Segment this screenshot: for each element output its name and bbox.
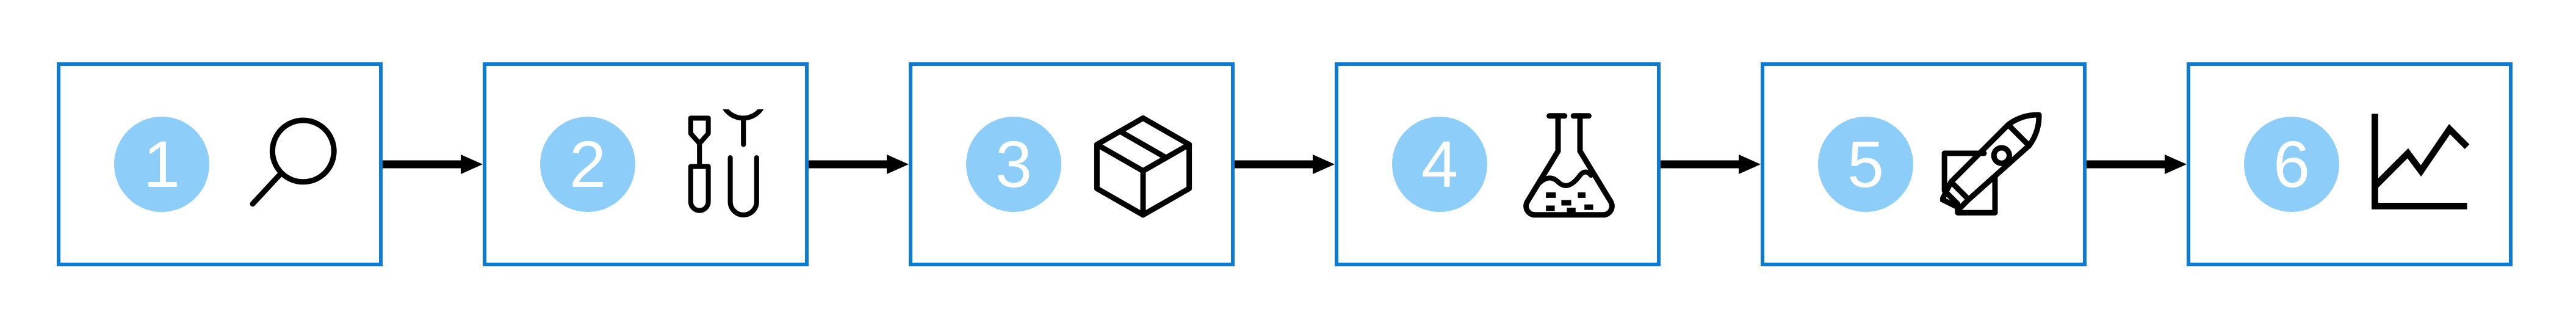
process-step-3[interactable]: 3 xyxy=(909,62,1235,266)
step-number-badge-5: 5 xyxy=(1818,116,1913,212)
connector-arrow-1 xyxy=(383,62,483,266)
erlenmeyer-flask-icon xyxy=(1514,109,1624,219)
package-box-icon xyxy=(1088,109,1198,219)
step-number-badge-3: 3 xyxy=(966,116,1061,212)
connector-arrow-4 xyxy=(1661,62,1761,266)
process-step-5[interactable]: 5 xyxy=(1761,62,2087,266)
step-number-badge-1: 1 xyxy=(114,116,209,212)
step-number-badge-6: 6 xyxy=(2244,116,2339,212)
connector-arrow-5 xyxy=(2087,62,2187,266)
process-step-4[interactable]: 4 xyxy=(1335,62,1661,266)
magnifying-glass-icon xyxy=(236,109,346,219)
connector-arrow-2 xyxy=(809,62,909,266)
screwdriver-and-wrench-icon xyxy=(662,109,772,219)
connector-arrow-3 xyxy=(1235,62,1335,266)
process-step-6[interactable]: 6 xyxy=(2187,62,2513,266)
process-step-2[interactable]: 2 xyxy=(483,62,809,266)
process-step-1[interactable]: 1 xyxy=(57,62,383,266)
step-number-badge-4: 4 xyxy=(1392,116,1487,212)
step-number-badge-2: 2 xyxy=(540,116,635,212)
rocket-icon xyxy=(1940,109,2050,219)
line-chart-icon xyxy=(2366,109,2476,219)
